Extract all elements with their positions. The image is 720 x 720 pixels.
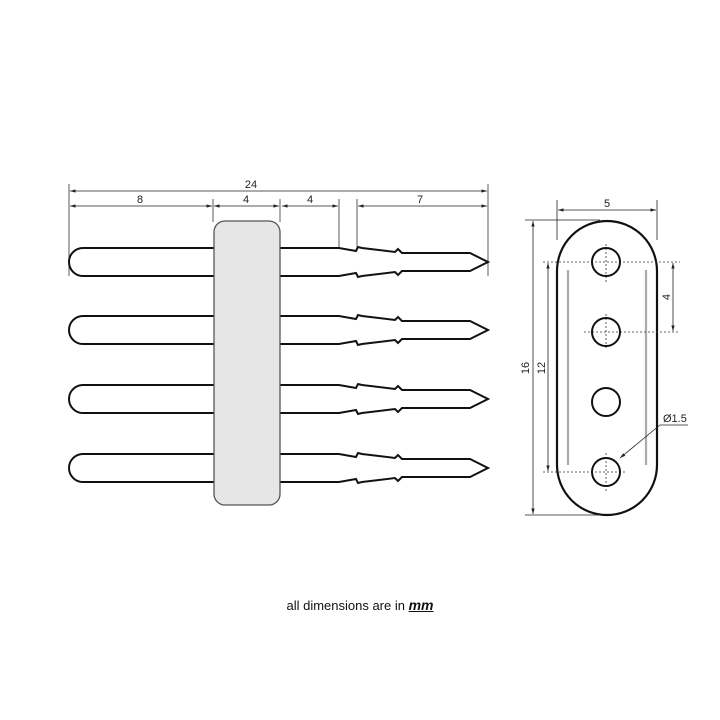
pin-hole xyxy=(591,247,621,277)
side-dimension-lines xyxy=(70,189,487,208)
dim-pin-mid-label: 4 xyxy=(307,194,313,206)
dim-pitch-label: 4 xyxy=(661,294,673,300)
end-view-outline xyxy=(555,219,659,517)
caption-text: all dimensions are in xyxy=(286,598,405,613)
dim-body-label: 4 xyxy=(243,194,249,206)
caption-unit: mm xyxy=(408,597,434,613)
dim-height-label: 16 xyxy=(520,362,532,374)
pins xyxy=(68,245,491,485)
connector-body xyxy=(213,220,281,506)
end-view: 5 16 12 4 Ø1.5 xyxy=(520,198,688,517)
dim-hole-span-label: 12 xyxy=(536,362,548,374)
pin-hole xyxy=(591,457,621,487)
pin-hole xyxy=(591,317,621,347)
dim-pin-tip-label: 7 xyxy=(417,194,423,206)
dim-pin-back-label: 8 xyxy=(137,194,143,206)
dim-width-label: 5 xyxy=(604,198,610,210)
dim-hole-diameter-label: Ø1.5 xyxy=(663,413,687,425)
dim-overall-label: 24 xyxy=(245,179,257,191)
units-caption: all dimensions are in mm xyxy=(0,597,720,613)
pin-hole xyxy=(591,387,621,417)
